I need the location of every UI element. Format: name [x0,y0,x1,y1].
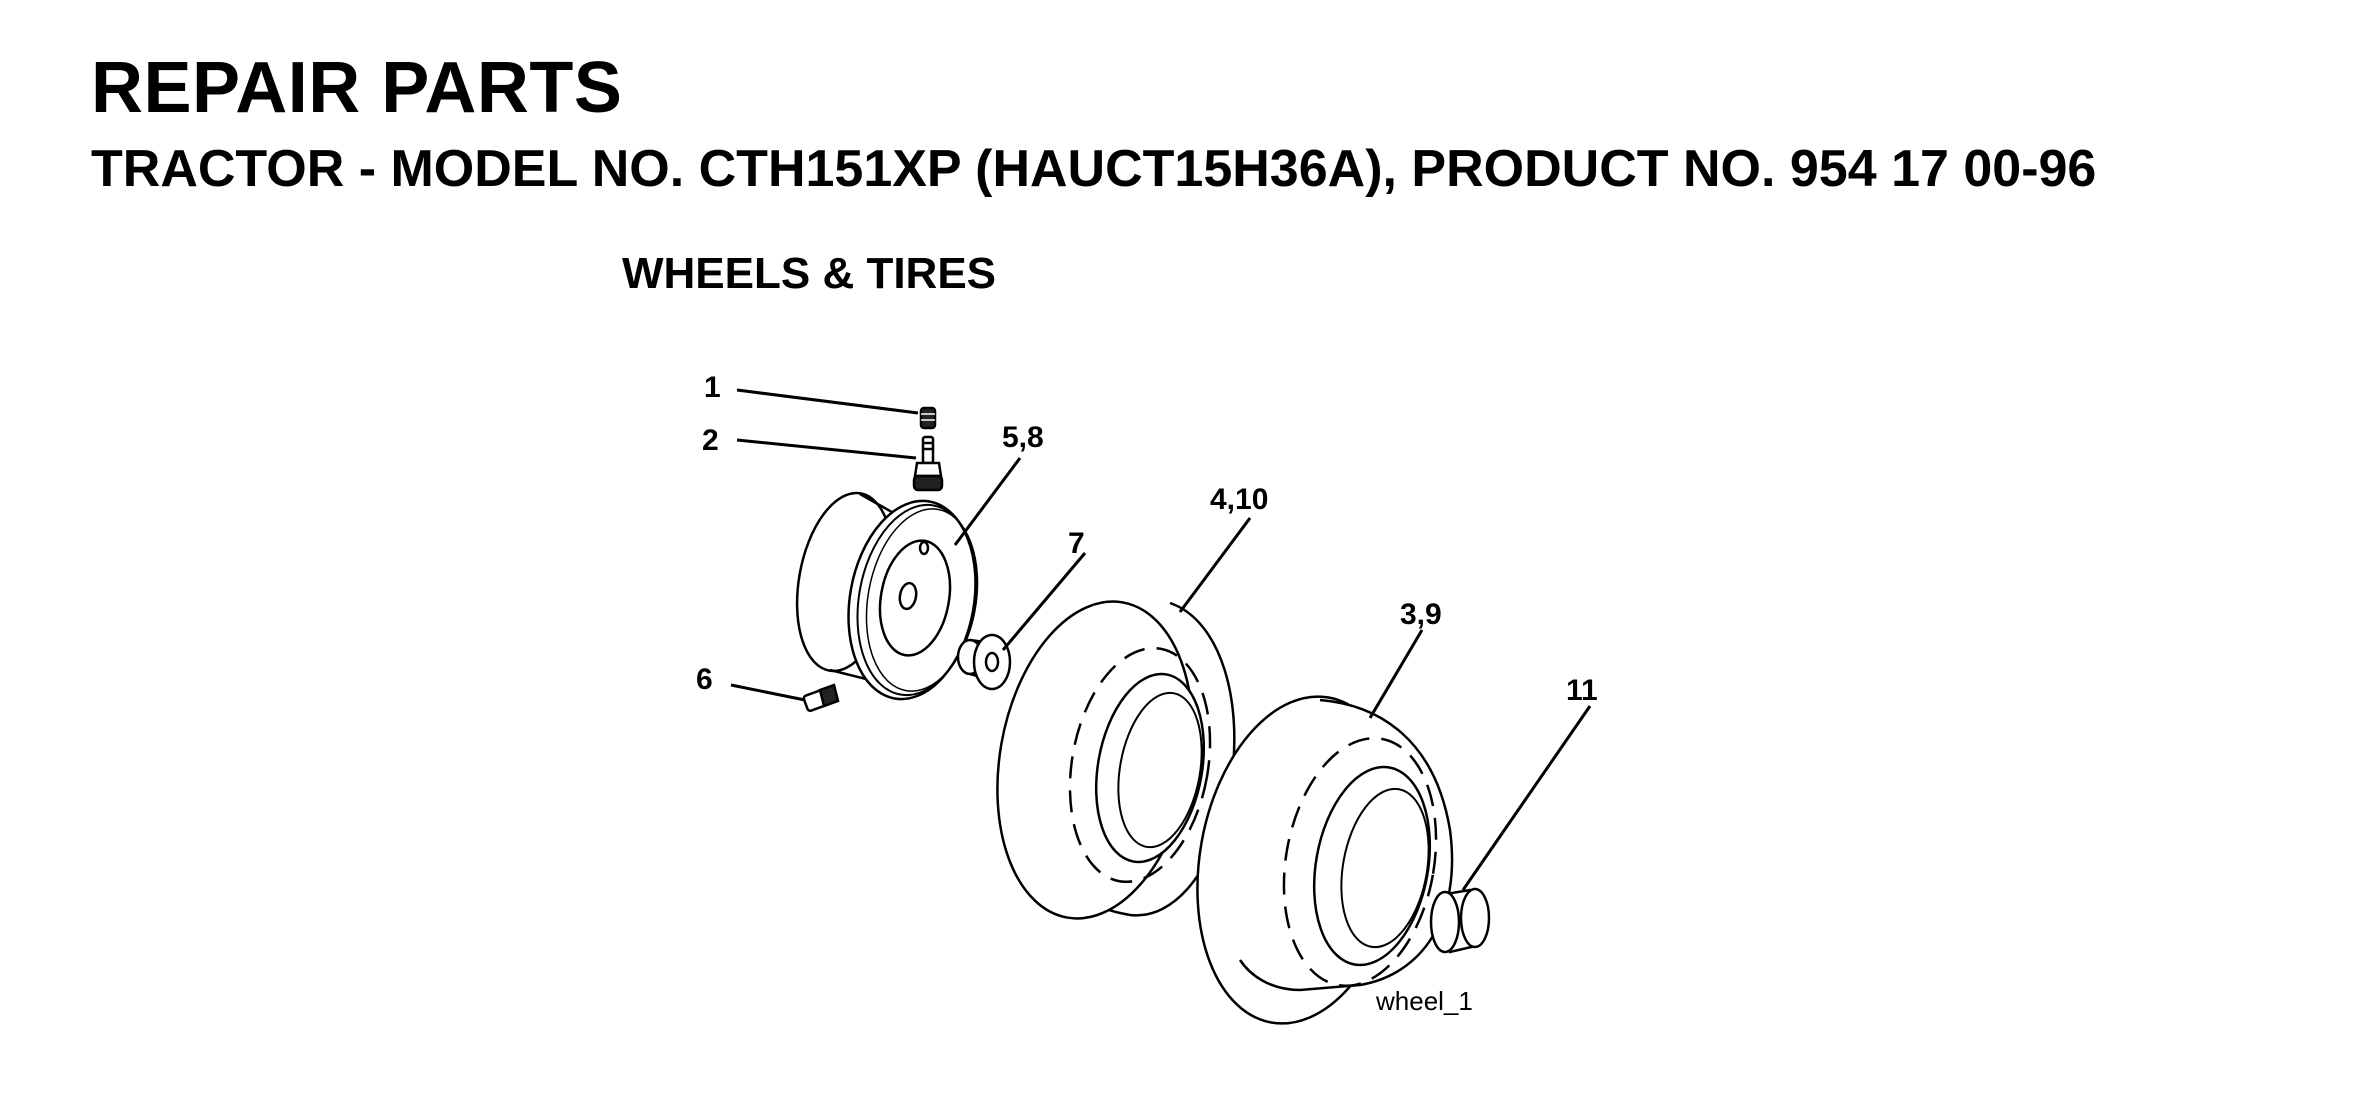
callout-labels: 1 2 5,8 7 4,10 3,9 6 11 wheel_1 [696,371,1598,1016]
page-subtitle: TRACTOR - MODEL NO. CTH151XP (HAUCT15H36… [91,140,2097,198]
part-valve-stem [912,435,944,492]
part-bolt [802,683,840,713]
callout-6: 6 [696,663,713,696]
part-bushing [956,633,1012,691]
leader-line-5-8 [953,457,1022,546]
part-tire-right [1196,695,1454,1025]
page-title: REPAIR PARTS [91,48,623,128]
leader-line-11 [1461,705,1592,891]
leader-line-2 [736,438,917,460]
callout-3-9: 3,9 [1400,598,1442,631]
callout-11: 11 [1566,674,1598,707]
callout-1: 1 [704,371,721,404]
leader-line-3-9 [1368,629,1424,719]
callout-7: 7 [1068,527,1085,560]
leader-line-1 [736,388,919,415]
part-valve-cap [919,406,937,430]
callout-2: 2 [702,424,719,457]
part-wheel-rim [795,491,979,701]
leader-line-4-10 [1178,517,1252,613]
part-hub-cap [1429,887,1491,954]
callout-5-8: 5,8 [1002,421,1044,454]
figure-id: wheel_1 [1375,986,1473,1016]
section-title: WHEELS & TIRES [622,249,997,298]
leader-line-7 [1001,552,1087,651]
callout-4-10: 4,10 [1210,483,1268,516]
part-tire-left [996,600,1236,920]
leader-line-6 [730,683,806,702]
leader-lines [730,388,1592,891]
